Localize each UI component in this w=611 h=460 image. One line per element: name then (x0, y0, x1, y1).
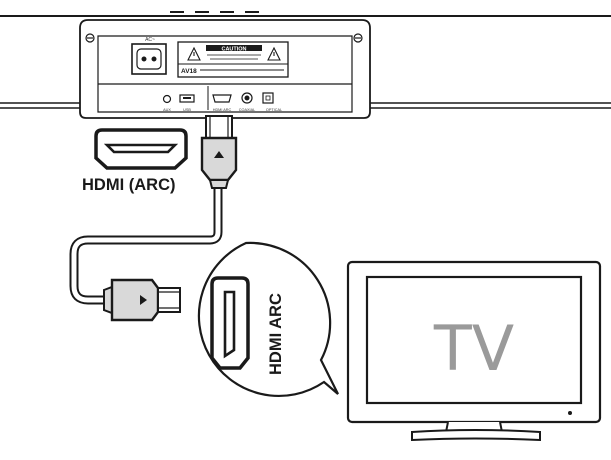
caution-text: CAUTION (221, 47, 246, 53)
coaxial-label: COAXIAL (239, 108, 255, 112)
caution-label-panel (177, 41, 289, 78)
hdmi-connector-icon (200, 115, 238, 189)
screw-icon (85, 33, 95, 43)
ac-socket-icon (131, 43, 167, 75)
callout-port-label: HDMI ARC (267, 293, 285, 375)
warning-triangle-icon (187, 46, 201, 61)
soundbar (0, 11, 611, 119)
tv (346, 260, 602, 442)
optical-label: OPTICAL (266, 108, 282, 112)
port-row (162, 86, 274, 110)
screw-icon (353, 33, 363, 43)
hdmi-port-icon (94, 128, 188, 170)
usb-label: USB (183, 108, 191, 112)
hdmi-arc-small-label: HDMI ARC (213, 108, 232, 112)
usb-port-icon (179, 94, 195, 103)
model-text: AV18 (181, 68, 197, 75)
tv-power-led (568, 411, 572, 415)
optical-port-icon (262, 92, 274, 104)
aux-label: AUX (163, 108, 171, 112)
ac-label: AC~ (145, 37, 155, 43)
hdmi-cable-core (71, 185, 221, 303)
tv-label: TV (433, 312, 514, 385)
hdmi-port-small-icon (212, 94, 232, 103)
coaxial-port-icon (241, 92, 253, 104)
hdmi-port-icon (210, 276, 250, 370)
warning-triangle-icon (267, 46, 281, 61)
aux-port-icon (162, 94, 172, 104)
hdmi-arc-port-label: HDMI (ARC) (82, 176, 175, 194)
hdmi-connector-icon (103, 278, 181, 322)
